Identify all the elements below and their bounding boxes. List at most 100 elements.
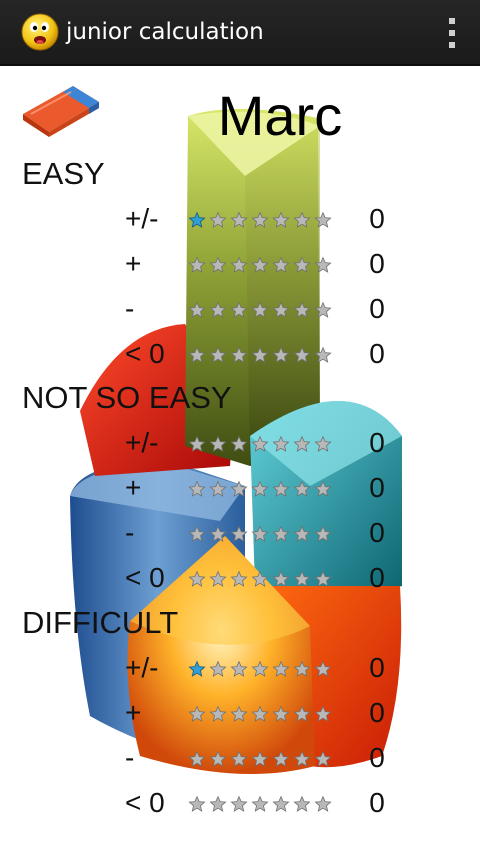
star-empty-icon [293,346,311,363]
star-empty-icon [188,750,206,767]
star-empty-icon [209,795,227,812]
level-title: EASY [22,156,105,191]
star-rating [188,301,332,318]
exercise-row[interactable]: +/- 0 [10,649,470,689]
star-empty-icon [230,525,248,542]
operation-label: < 0 [125,787,165,818]
star-empty-icon [293,705,311,722]
score-value: 0 [369,652,385,683]
level-title: DIFFICULT [22,605,179,640]
star-empty-icon [251,570,269,587]
smiley-face-icon[interactable] [20,12,60,52]
exercise-row[interactable]: -0 [10,739,470,779]
star-empty-icon [230,750,248,767]
overflow-menu-icon[interactable] [444,18,460,48]
star-empty-icon [209,480,227,497]
star-empty-icon [251,256,269,273]
exercise-row[interactable]: +0 [10,694,470,734]
star-empty-icon [209,750,227,767]
operation-label: < 0 [125,562,165,593]
star-rating [188,750,332,767]
star-empty-icon [251,525,269,542]
operation-label: + [125,697,142,728]
star-empty-icon [251,435,269,452]
exercise-row[interactable]: +/-0 [10,424,470,464]
star-empty-icon [251,795,269,812]
star-empty-icon [209,346,227,363]
star-empty-icon [314,301,332,318]
operation-label: +/- [125,427,159,458]
star-empty-icon [188,256,206,273]
score-value: 0 [369,562,385,593]
exercise-row[interactable]: +/-0 [10,200,470,240]
star-empty-icon [188,525,206,542]
star-empty-icon [272,301,290,318]
star-empty-icon [188,570,206,587]
operation-label: - [125,293,135,324]
star-rating [188,211,332,228]
star-filled-icon [188,660,206,677]
star-empty-icon [230,795,248,812]
player-name: Marc [217,84,343,147]
star-empty-icon [230,435,248,452]
score-value: 0 [369,742,385,773]
star-empty-icon [272,795,290,812]
operation-label: < 0 [125,338,165,369]
operation-label: + [125,248,142,279]
exercise-row[interactable]: -0 [10,290,470,330]
star-empty-icon [251,705,269,722]
star-empty-icon [293,525,311,542]
star-empty-icon [209,301,227,318]
star-empty-icon [314,480,332,497]
score-value: 0 [369,472,385,503]
star-empty-icon [314,570,332,587]
eraser-icon[interactable] [21,80,101,138]
star-empty-icon [272,256,290,273]
star-empty-icon [209,660,227,677]
operation-label: +/- [125,652,159,683]
star-empty-icon [272,525,290,542]
star-empty-icon [209,211,227,228]
star-empty-icon [272,570,290,587]
star-filled-icon [188,211,206,228]
star-rating [188,256,332,273]
star-empty-icon [293,570,311,587]
star-empty-icon [314,705,332,722]
star-empty-icon [230,570,248,587]
star-empty-icon [314,795,332,812]
operation-label: +/- [125,203,159,234]
star-empty-icon [314,256,332,273]
star-empty-icon [314,750,332,767]
star-empty-icon [209,435,227,452]
score-value: 0 [369,787,385,818]
star-empty-icon [314,525,332,542]
level-title: NOT SO EASY [22,380,232,415]
star-empty-icon [293,435,311,452]
exercise-row[interactable]: < 0 0 [10,559,470,599]
star-empty-icon [251,480,269,497]
exercise-row[interactable]: +0 [10,245,470,285]
star-empty-icon [272,660,290,677]
star-empty-icon [293,480,311,497]
star-empty-icon [230,346,248,363]
star-rating [188,660,332,677]
star-empty-icon [293,211,311,228]
operation-label: + [125,472,142,503]
star-empty-icon [293,660,311,677]
exercise-row[interactable]: -0 [10,514,470,554]
star-empty-icon [251,301,269,318]
operation-label: - [125,517,135,548]
exercise-row[interactable]: < 0 0 [10,784,470,824]
star-rating [188,525,332,542]
star-empty-icon [188,346,206,363]
star-empty-icon [272,346,290,363]
score-value: 0 [369,293,385,324]
exercise-row[interactable]: +0 [10,469,470,509]
star-empty-icon [230,705,248,722]
star-empty-icon [230,256,248,273]
star-empty-icon [314,211,332,228]
star-rating [188,705,332,722]
star-empty-icon [272,480,290,497]
app-title: junior calculation [66,19,264,45]
